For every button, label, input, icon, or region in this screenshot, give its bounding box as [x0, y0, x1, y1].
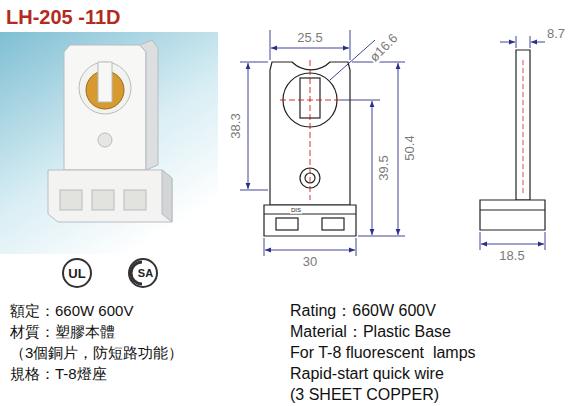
title: LH-205 -11D [6, 6, 121, 28]
spec-text: 材質：塑膠本體 [10, 324, 115, 341]
dimension-label: 50.4 [403, 134, 417, 161]
dimension-label: 18.5 [498, 249, 525, 263]
side-view [480, 50, 545, 230]
photo-ground [0, 32, 218, 254]
dimension-label: DIS [290, 207, 302, 214]
spec-text: 額定：660W 600V [10, 303, 133, 320]
cert-logo: UL [62, 258, 92, 288]
dimension-lines [240, 30, 545, 256]
spec-text: Material：Plastic Base [290, 323, 451, 341]
dimension-label: 25.5 [296, 31, 323, 45]
spec-text: Rating：660W 600V [290, 302, 436, 320]
dimension-label: 30 [302, 255, 318, 269]
dimension-label: 38.3 [229, 112, 243, 139]
dimension-label: 8.7 [546, 27, 566, 41]
spec-text: （3個銅片，防短路功能） [10, 345, 183, 362]
front-view [264, 60, 356, 236]
dimension-label: 39.5 [377, 154, 391, 181]
logo-text: SA [138, 267, 153, 279]
spec-text: (3 SHEET COPPER) [290, 386, 439, 404]
spec-text: Rapid-start quick wire [290, 365, 444, 383]
product-photo [48, 40, 172, 222]
cert-logo: SA [128, 258, 158, 288]
logo-text: UL [68, 266, 85, 281]
dimension-label: ø16.6 [366, 30, 401, 65]
spec-text: 規格：T-8燈座 [10, 366, 107, 383]
spec-text: For T-8 fluorescent lamps [290, 344, 476, 362]
